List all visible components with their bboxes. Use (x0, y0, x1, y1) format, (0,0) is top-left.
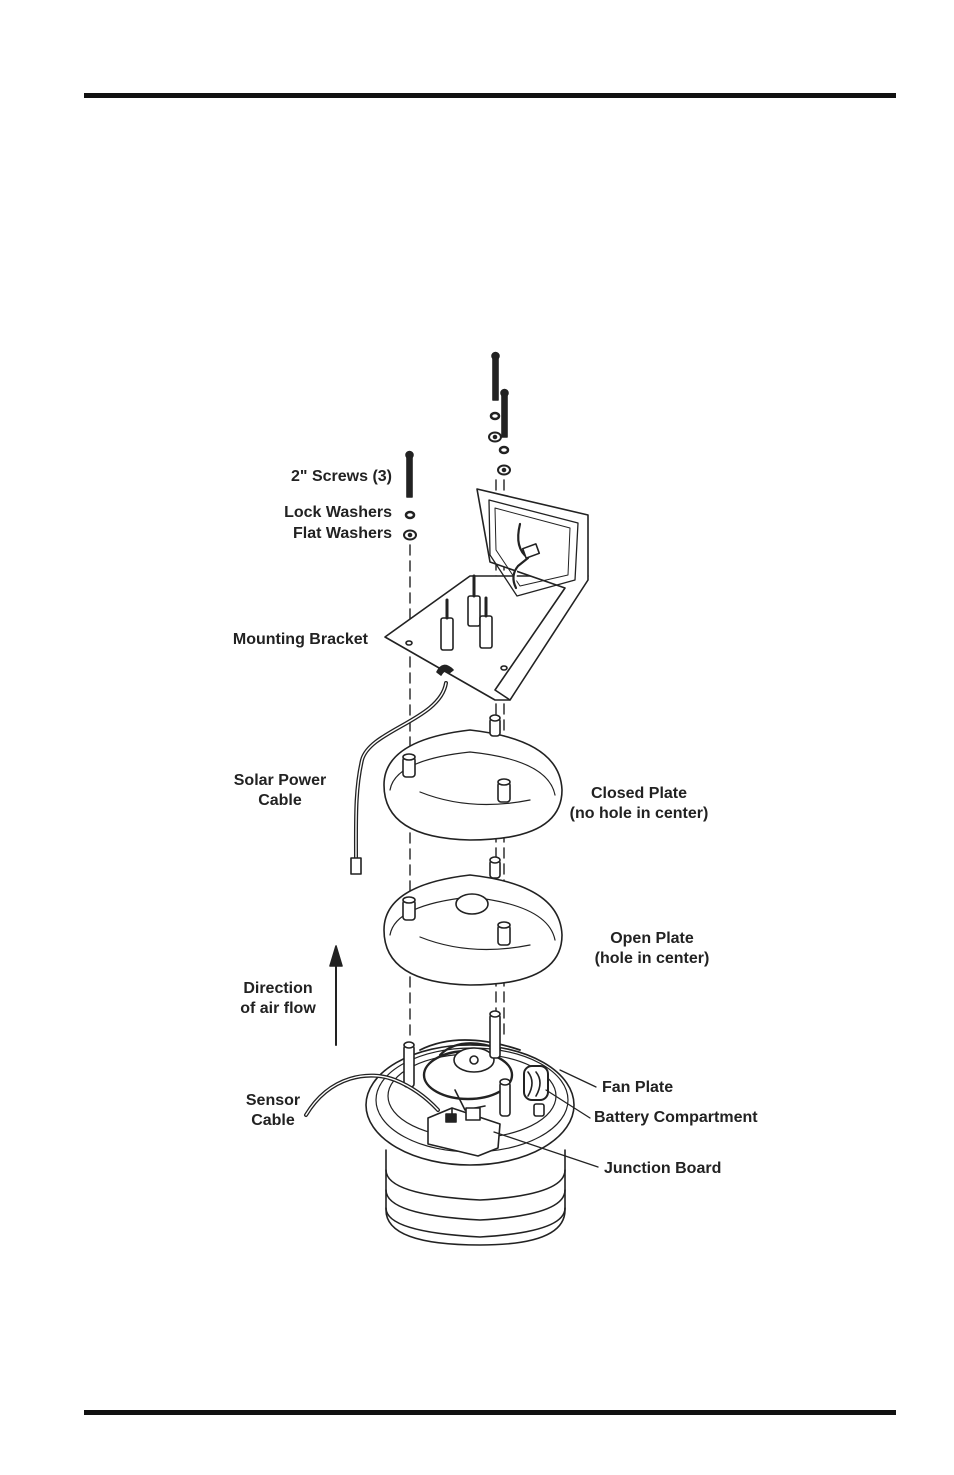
label-solar-power-cable: Solar Power Cable (220, 771, 340, 811)
junction-board (427, 1107, 501, 1157)
screw (405, 450, 414, 498)
label-open-plate: Open Plate (hole in center) (572, 929, 732, 969)
label-sensor-line-2: Cable (251, 1112, 295, 1129)
bottom-rule (84, 1410, 896, 1415)
label-flat-washers: Flat Washers (293, 525, 392, 542)
top-rule (84, 93, 896, 98)
label-mounting-bracket: Mounting Bracket (232, 631, 368, 648)
label-screws: 2" Screws (3) (291, 468, 392, 485)
airflow-arrow (329, 945, 343, 1046)
mounting-bracket (384, 488, 589, 701)
label-battery-compartment: Battery Compartment (594, 1109, 758, 1126)
lock-washer (489, 411, 501, 421)
label-closed-plate: Closed Plate (no hole in center) (554, 784, 724, 824)
flat-washer (497, 464, 511, 476)
label-closed-line-1: Closed Plate (590, 785, 688, 802)
leader-lines (493, 1069, 599, 1168)
fan-assembly (403, 1010, 521, 1117)
screw (491, 351, 500, 401)
label-solar-line-2: Cable (258, 792, 302, 809)
label-open-line-1: Open Plate (610, 930, 694, 947)
closed-plate (383, 714, 563, 841)
label-lock-washers: Lock Washers (284, 504, 392, 521)
label-solar-line-1: Solar Power (233, 772, 327, 789)
label-airflow: Direction of air flow (222, 979, 334, 1019)
solar-power-cable (350, 681, 448, 875)
label-airflow-line-2: of air flow (240, 1000, 316, 1017)
label-closed-line-2: (no hole in center) (569, 805, 709, 822)
sensor-cable (304, 1073, 440, 1117)
label-fan-plate: Fan Plate (602, 1079, 674, 1096)
label-open-line-2: (hole in center) (594, 950, 710, 967)
lock-washer (404, 510, 416, 520)
flat-washer (488, 431, 502, 443)
label-junction-board: Junction Board (604, 1160, 722, 1177)
flat-washer (403, 529, 417, 541)
screw (500, 388, 509, 438)
base-housing (365, 1044, 575, 1246)
battery-compartment (523, 1065, 549, 1117)
lock-washer (498, 445, 510, 455)
label-sensor-line-1: Sensor (245, 1092, 301, 1109)
label-airflow-line-1: Direction (243, 980, 313, 997)
open-plate (383, 856, 563, 986)
label-sensor-cable: Sensor Cable (232, 1091, 314, 1131)
